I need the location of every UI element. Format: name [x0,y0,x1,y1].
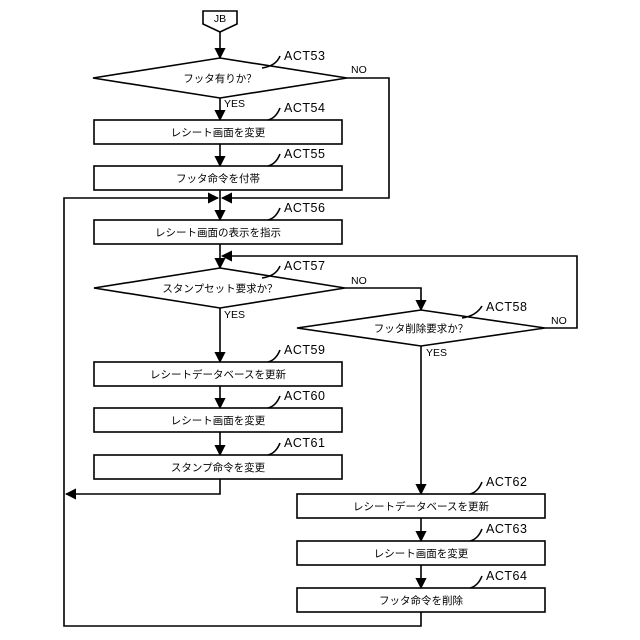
act53-yes-label: YES [224,98,245,110]
act58-id: ACT58 [486,300,527,314]
act58-no-label: NO [551,315,567,327]
act56-id: ACT56 [284,201,325,215]
decision-act57-text: スタンプセット要求か？ [162,283,277,295]
act64-id: ACT64 [486,569,527,583]
act61-id: ACT61 [284,436,325,450]
act55-leader [268,154,280,166]
act60-id: ACT60 [284,389,325,403]
process-act64-text: フッタ命令を削除 [379,594,463,607]
process-act55-text: フッタ命令を付帯 [176,172,260,185]
process-act62-text: レシートデータベースを更新 [353,500,489,513]
act53-no-label: NO [351,64,367,76]
decision-act58-text: フッタ削除要求か？ [374,322,469,335]
act64-leader [470,576,482,588]
start-terminal-label: JB [214,13,226,25]
act59-id: ACT59 [284,343,325,357]
process-act56-text: レシート画面の表示を指示 [155,226,281,239]
process-act60-text: レシート画面を変更 [171,414,266,427]
connector-act61-return [66,479,220,494]
act61-leader [268,443,280,455]
act62-leader [470,482,482,494]
act63-id: ACT63 [486,522,527,536]
process-act54-text: レシート画面を変更 [171,126,266,139]
act57-no-label: NO [351,275,367,287]
process-act59-text: レシートデータベースを更新 [150,368,286,381]
act56-leader [268,208,280,220]
process-act63-text: レシート画面を変更 [374,547,469,560]
act55-id: ACT55 [284,147,325,161]
act57-yes-label: YES [224,309,245,321]
act54-id: ACT54 [284,101,325,115]
act54-leader [268,108,280,120]
connector-act57-no [345,288,421,310]
process-act61-text: スタンプ命令を変更 [171,461,266,474]
act58-yes-label: YES [426,347,447,359]
act62-id: ACT62 [486,475,527,489]
decision-act53-text: フッタ有りか？ [183,72,257,85]
act60-leader [268,396,280,408]
act53-id: ACT53 [284,49,325,63]
act59-leader [268,350,280,362]
act57-id: ACT57 [284,259,325,273]
act63-leader [470,529,482,541]
